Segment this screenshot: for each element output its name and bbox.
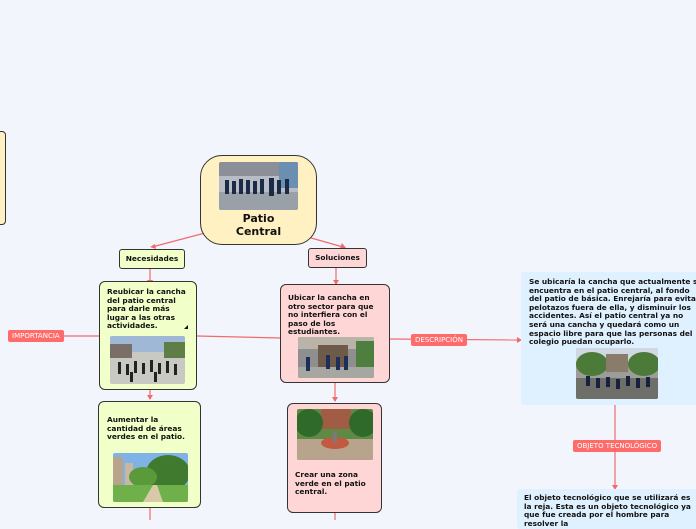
- solucion-zona-verde[interactable]: Crear una zona verde en el patio central…: [287, 403, 382, 513]
- central-title: Patio Central: [201, 213, 316, 238]
- plaza-photo: [297, 409, 373, 460]
- entrada-photo: [298, 337, 374, 378]
- solucion-ubicar-cancha[interactable]: Ubicar la cancha en otro sector para que…: [280, 284, 390, 383]
- descripcion-label[interactable]: DESCRIPCIÓN: [411, 334, 467, 346]
- cancha-photo: [110, 336, 185, 384]
- soluciones-topic[interactable]: Soluciones: [308, 248, 367, 268]
- importancia-label[interactable]: IMPORTANCIA: [8, 330, 64, 342]
- necesidad-areas-verdes[interactable]: Aumentar la cantidad de áreas verdes en …: [98, 401, 201, 508]
- necesidades-topic[interactable]: Necesidades: [119, 249, 185, 269]
- necesidad-reubicar-cancha[interactable]: Reubicar la cancha del patio central par…: [99, 281, 197, 390]
- objeto-tecnologico-node[interactable]: El objeto tecnológico que se utilizará e…: [517, 489, 696, 529]
- patio-photo: [576, 348, 658, 399]
- central-topic[interactable]: Patio Central: [200, 155, 317, 245]
- area-verde-photo: [113, 453, 188, 502]
- objeto-tecnologico-label[interactable]: OBJETO TECNOLÓGICO: [573, 440, 661, 452]
- collapse-arrow-icon[interactable]: [184, 325, 188, 329]
- central-photo: [219, 162, 298, 210]
- descripcion-node[interactable]: Se ubicaría la cancha que actualmente se…: [521, 272, 696, 405]
- offscreen-node: [0, 131, 6, 225]
